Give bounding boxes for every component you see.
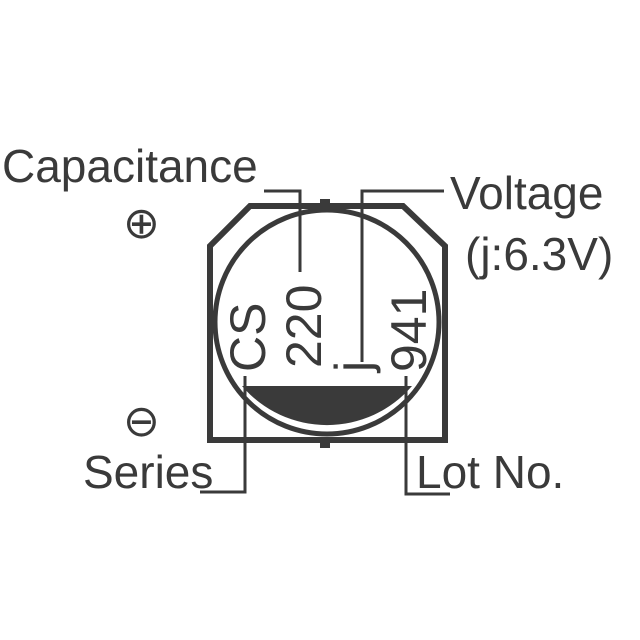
capacitor-can-circle — [212, 207, 442, 437]
voltage-code: j — [325, 361, 381, 374]
capacitance-label: Capacitance — [2, 140, 258, 192]
bottom-terminal-tab — [320, 440, 330, 448]
capacitance-code: 220 — [276, 285, 332, 368]
voltage-label: Voltage — [450, 167, 603, 219]
negative-polarity-band — [242, 386, 412, 426]
voltage-note-label: (j:6.3V) — [465, 228, 613, 280]
series-label: Series — [83, 446, 213, 498]
series-code: CS — [220, 303, 276, 372]
lot-code: 941 — [381, 289, 437, 372]
positive-polarity-icon: ⊕ — [123, 199, 160, 248]
capacitor-base-outline — [207, 203, 448, 443]
capacitance-leader-line — [264, 189, 302, 272]
series-leader-line — [200, 376, 247, 494]
top-terminal-tab — [320, 199, 330, 207]
voltage-leader-line — [360, 189, 444, 362]
negative-polarity-icon: ⊖ — [123, 397, 160, 446]
lot-number-label: Lot No. — [416, 446, 564, 498]
lot-leader-line — [404, 376, 450, 496]
